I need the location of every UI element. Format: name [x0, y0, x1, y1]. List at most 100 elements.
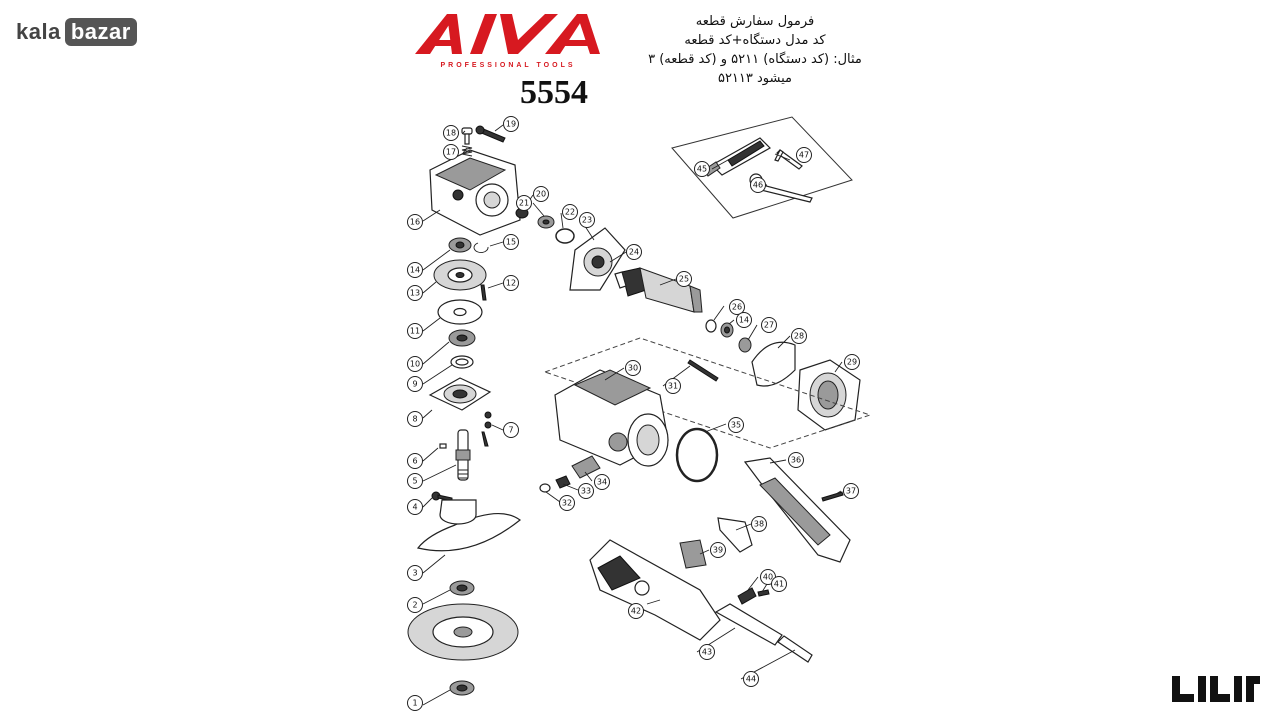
part-callout: 22 — [562, 204, 578, 220]
part-number: 11 — [410, 327, 420, 336]
part-number: 43 — [702, 648, 712, 657]
rear-handle-42 — [589, 539, 721, 641]
armature-25 — [614, 267, 703, 313]
part-number: 6 — [412, 457, 417, 466]
part-number: 31 — [668, 382, 678, 391]
part-number: 14 — [410, 266, 420, 275]
part-number: 36 — [791, 456, 801, 465]
part-number: 37 — [846, 487, 856, 496]
aiva-brand-logo — [415, 14, 600, 54]
part-callout: 19 — [503, 116, 519, 132]
part-number: 4 — [412, 503, 417, 512]
part-number: 7 — [508, 426, 513, 435]
cable-sleeve-43 — [714, 603, 783, 646]
part-number: 27 — [764, 321, 774, 330]
washer-26 — [705, 319, 717, 333]
part-callout: 11 — [407, 323, 423, 339]
part-number: 1 — [412, 699, 417, 708]
part-callout: 4 — [407, 499, 423, 515]
lock-spring — [461, 145, 473, 157]
part-callout: 36 — [788, 452, 804, 468]
part-number: 9 — [412, 380, 417, 389]
part-callout: 21 — [516, 195, 532, 211]
leader-lines — [422, 124, 843, 706]
part-callout: 18 — [443, 125, 459, 141]
washer-11 — [437, 299, 483, 325]
part-callout: 2 — [407, 597, 423, 613]
bearing-21 — [537, 215, 555, 229]
watermark-text-bazar: bazar — [64, 18, 137, 46]
part-callout: 13 — [407, 285, 423, 301]
part-number: 19 — [506, 120, 516, 129]
grinding-disc — [407, 603, 519, 661]
part-number: 26 — [732, 303, 742, 312]
part-number: 32 — [562, 499, 572, 508]
part-callout: 14 — [736, 312, 752, 328]
spindle-5 — [455, 429, 471, 481]
part-callout: 15 — [503, 234, 519, 250]
part-number: 12 — [506, 279, 516, 288]
part-callout: 17 — [443, 144, 459, 160]
bearing-27 — [738, 337, 752, 353]
part-callout: 34 — [594, 474, 610, 490]
kalabazar-watermark-logo: kala bazar — [16, 17, 137, 47]
part-callout: 24 — [626, 244, 642, 260]
part-number: 28 — [794, 332, 804, 341]
cable-clamp-40-41 — [737, 587, 770, 605]
part-number: 35 — [731, 421, 741, 430]
bearing-10 — [448, 329, 476, 347]
motor-assembly-frame — [543, 337, 872, 449]
wheel-guard-3 — [416, 499, 521, 552]
part-number: 38 — [754, 520, 764, 529]
part-number: 3 — [412, 569, 417, 578]
bearing-plate-23 — [569, 227, 626, 291]
baffle-28 — [751, 341, 796, 387]
screw-12 — [480, 284, 487, 301]
o-ring-22 — [555, 228, 575, 244]
part-callout: 31 — [665, 378, 681, 394]
part-callout: 29 — [844, 354, 860, 370]
part-callout: 10 — [407, 356, 423, 372]
part-callout: 32 — [559, 495, 575, 511]
part-callout: 30 — [625, 360, 641, 376]
bearing-14-top — [448, 237, 472, 253]
part-callout: 16 — [407, 214, 423, 230]
part-number: 5 — [412, 477, 417, 486]
brush-cap-32 — [539, 483, 551, 493]
order-formula-note: فرمول سفارش قطعه کد مدل دستگاه+کد قطعه م… — [630, 12, 880, 88]
part-number: 40 — [763, 573, 773, 582]
screw-37 — [821, 491, 844, 502]
part-number: 45 — [697, 165, 707, 174]
part-number: 46 — [753, 181, 763, 190]
part-callout: 46 — [750, 177, 766, 193]
part-callout: 6 — [407, 453, 423, 469]
bearing-plate-8 — [428, 377, 492, 411]
power-cord-44 — [777, 635, 813, 663]
part-callout: 3 — [407, 565, 423, 581]
spindle-lock-pin — [461, 127, 473, 145]
part-number: 2 — [412, 601, 417, 610]
part-callout: 39 — [710, 542, 726, 558]
brush-holder-34 — [571, 455, 601, 479]
order-note-line: مثال: (کد دستگاه) ۵۲۱۱ و (کد قطعه) ۳ — [648, 52, 862, 67]
order-note-line: کد مدل دستگاه+کد قطعه — [684, 33, 826, 48]
bearing-14-armature — [720, 322, 734, 338]
part-number: 8 — [412, 415, 417, 424]
part-number: 15 — [506, 238, 516, 247]
part-callout: 44 — [743, 671, 759, 687]
stator-29 — [797, 359, 861, 431]
part-callout: 35 — [728, 417, 744, 433]
part-callout: 38 — [751, 516, 767, 532]
screw-31 — [687, 359, 719, 382]
part-number: 29 — [847, 358, 857, 367]
motor-housing-30 — [554, 369, 669, 467]
part-callout: 27 — [761, 317, 777, 333]
switch-39 — [679, 539, 707, 569]
part-callout: 45 — [694, 161, 710, 177]
key-6 — [439, 443, 447, 449]
housing-screw-19 — [475, 125, 506, 143]
kalabazar-corner-logo — [1172, 676, 1260, 702]
model-number: 5554 — [520, 74, 588, 111]
part-number: 14 — [739, 316, 749, 325]
